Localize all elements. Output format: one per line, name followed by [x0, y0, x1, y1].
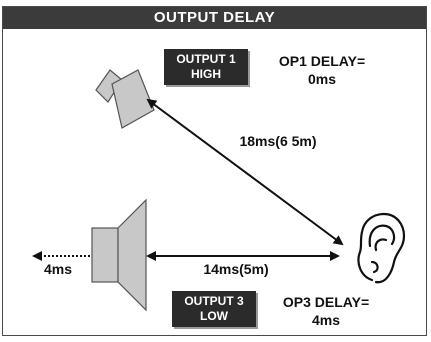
output3-badge: OUTPUT 3 LOW: [172, 291, 256, 327]
op3-delay-line1: OP3 DELAY=: [282, 294, 370, 310]
diagram-title: OUTPUT DELAY: [3, 7, 426, 29]
output1-badge: OUTPUT 1 HIGH: [164, 49, 248, 85]
op1-delay-label: OP1 DELAY= 0ms: [262, 52, 382, 88]
low-path-distance: 14ms(5m): [203, 261, 269, 277]
output1-badge-line1: OUTPUT 1: [176, 52, 236, 66]
ear-icon: [357, 212, 406, 284]
high-path-distance: 18ms(6 5m): [239, 133, 317, 149]
output3-badge-line2: LOW: [200, 309, 228, 323]
high-path-arrow: [146, 98, 344, 246]
extra-delay-label: 4ms: [43, 261, 73, 277]
op3-delay-label: OP3 DELAY= 4ms: [266, 293, 386, 329]
horn-speaker-icon: [95, 69, 155, 129]
op1-delay-line1: OP1 DELAY=: [278, 53, 366, 69]
output1-badge-line2: HIGH: [191, 67, 221, 81]
op1-delay-line2: 0ms: [307, 71, 337, 87]
output3-badge-line1: OUTPUT 3: [184, 294, 244, 308]
woofer-speaker-icon: [91, 198, 147, 312]
op3-delay-line2: 4ms: [311, 312, 341, 328]
